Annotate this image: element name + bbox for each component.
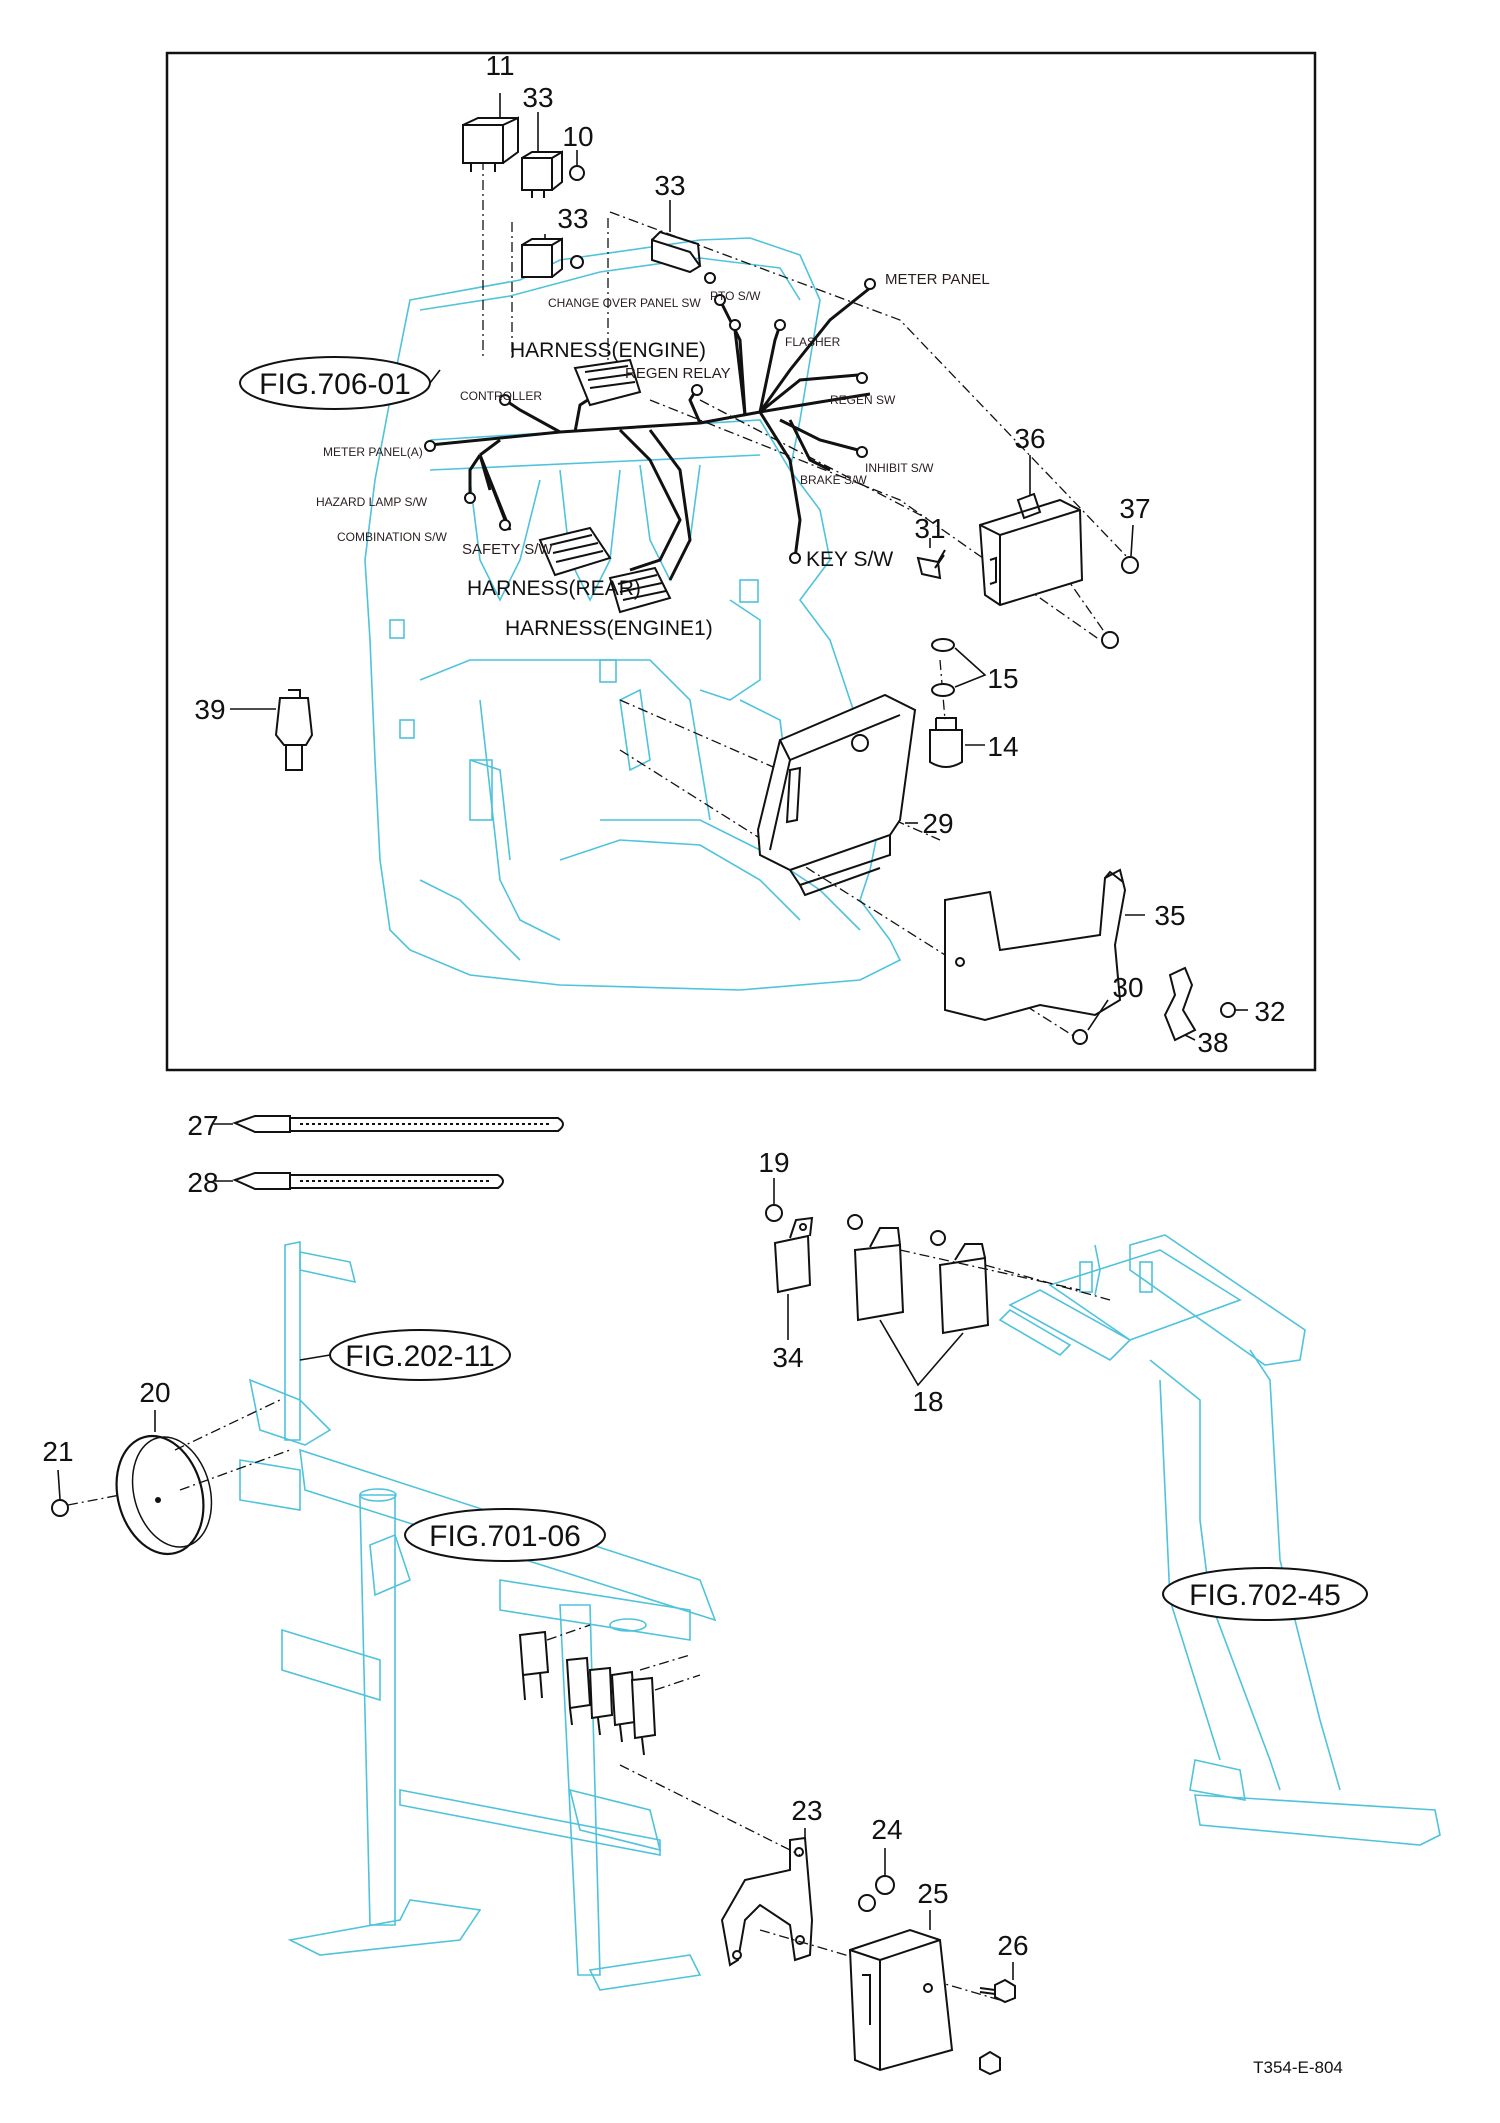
callout-33c: 33	[654, 170, 685, 201]
main-wire-harness	[429, 286, 871, 581]
fuse-relay-cluster	[518, 1624, 701, 1756]
part-39-sensor	[230, 689, 314, 771]
callout-35: 35	[1154, 900, 1185, 931]
callout-37: 37	[1119, 493, 1150, 524]
part-14-switch	[929, 717, 985, 768]
part-36-controller-box	[978, 455, 1084, 607]
figure-ref-701-06	[404, 1508, 606, 1562]
callout-38: 38	[1197, 1027, 1228, 1058]
part-18-relays	[847, 1214, 1111, 1387]
label-harness-engine: HARNESS(ENGINE)	[510, 339, 706, 362]
part-11-relay	[462, 93, 519, 172]
part-20-horn	[115, 1399, 291, 1556]
connector-engine	[573, 358, 642, 407]
label-harness-engine1: HARNESS(ENGINE1)	[505, 617, 713, 640]
part-21-bolt	[51, 1469, 121, 1517]
callout-10: 10	[562, 121, 593, 152]
callout-24: 24	[871, 1814, 902, 1845]
callout-11: 11	[485, 50, 514, 81]
callout-29: 29	[922, 808, 953, 839]
figure-ref-202-11	[299, 1329, 511, 1381]
label-regen-sw: REGEN SW	[830, 393, 896, 407]
part-33-relay-b	[521, 234, 584, 278]
callout-32: 32	[1254, 996, 1285, 1027]
right-support-frame	[998, 1234, 1441, 1846]
label-pto-sw: PTO S/W	[710, 289, 761, 303]
callout-18: 18	[912, 1386, 943, 1417]
connector-rear	[538, 526, 612, 577]
callout-30: 30	[1112, 972, 1143, 1003]
figure-ref-706-01	[239, 356, 441, 410]
figure-702-45-label: FIG.702-45	[1189, 1579, 1341, 1612]
figure-701-06-label: FIG.701-06	[429, 1520, 581, 1553]
part-29-ecu	[756, 693, 918, 897]
part-24-bolt	[858, 1848, 895, 1912]
label-meter-panel: METER PANEL	[885, 271, 990, 288]
part-19-screw	[765, 1178, 783, 1222]
callout-14: 14	[987, 731, 1018, 762]
label-safety-sw: SAFETY S/W	[462, 541, 553, 558]
part-28-cable-tie	[213, 1172, 504, 1190]
part-33-relay-a	[521, 112, 563, 198]
part-34-relay	[773, 1216, 814, 1340]
callout-28: 28	[187, 1167, 218, 1198]
label-meter-panel-a: METER PANEL(A)	[323, 445, 423, 459]
callout-33b: 33	[557, 203, 588, 234]
harness-connectors	[424, 278, 876, 614]
part-37-nut	[1101, 524, 1139, 649]
figure-202-11-label: FIG.202-11	[345, 1340, 495, 1373]
part-15-washers	[931, 638, 987, 697]
label-flasher: FLASHER	[785, 335, 841, 349]
callout-23: 23	[791, 1795, 822, 1826]
part-10-bolt	[569, 150, 585, 181]
part-32-bolt	[1220, 1002, 1248, 1018]
drawing-code: T354-E-804	[1253, 2058, 1343, 2077]
label-inhibit-sw: INHIBIT S/W	[865, 461, 934, 475]
upper-frame-border	[165, 51, 1317, 1072]
callout-25: 25	[917, 1878, 948, 1909]
figure-706-01-label: FIG.706-01	[259, 368, 411, 401]
callout-19: 19	[758, 1147, 789, 1178]
callout-34: 34	[772, 1342, 803, 1373]
label-key-sw: KEY S/W	[806, 548, 893, 571]
part-30-bolt	[1072, 999, 1109, 1045]
callout-21: 21	[42, 1436, 73, 1467]
callout-26: 26	[997, 1930, 1028, 1961]
callout-33a: 33	[522, 82, 553, 113]
connector-engine1	[608, 566, 672, 614]
label-controller: CONTROLLER	[460, 389, 542, 403]
part-33-relay-c	[651, 200, 716, 284]
callout-27: 27	[187, 1110, 218, 1141]
callout-31: 31	[914, 513, 945, 544]
part-35-cover-plate	[944, 868, 1145, 1022]
callout-20: 20	[139, 1377, 170, 1408]
figure-ref-702-45	[1162, 1567, 1368, 1621]
label-regen-relay: REGEN RELAY	[625, 365, 731, 382]
label-brake-sw: BRAKE S/W	[800, 473, 867, 487]
part-26-bolt	[979, 1962, 1016, 2076]
callout-36: 36	[1014, 423, 1045, 454]
label-hazard-lamp-sw: HAZARD LAMP S/W	[316, 495, 428, 509]
label-harness-rear: HARNESS(REAR)	[467, 577, 641, 600]
part-25-module-box	[848, 1910, 954, 2072]
part-38-bracket	[1163, 966, 1197, 1042]
callout-39: 39	[194, 694, 225, 725]
part-27-cable-tie	[213, 1115, 564, 1133]
label-change-over-panel: CHANGE OVER PANEL SW	[548, 296, 701, 310]
label-combination-sw: COMBINATION S/W	[337, 530, 447, 544]
callout-15: 15	[987, 663, 1018, 694]
part-31-bolt	[916, 538, 946, 580]
upper-dashed-leaders	[482, 160, 1131, 1041]
